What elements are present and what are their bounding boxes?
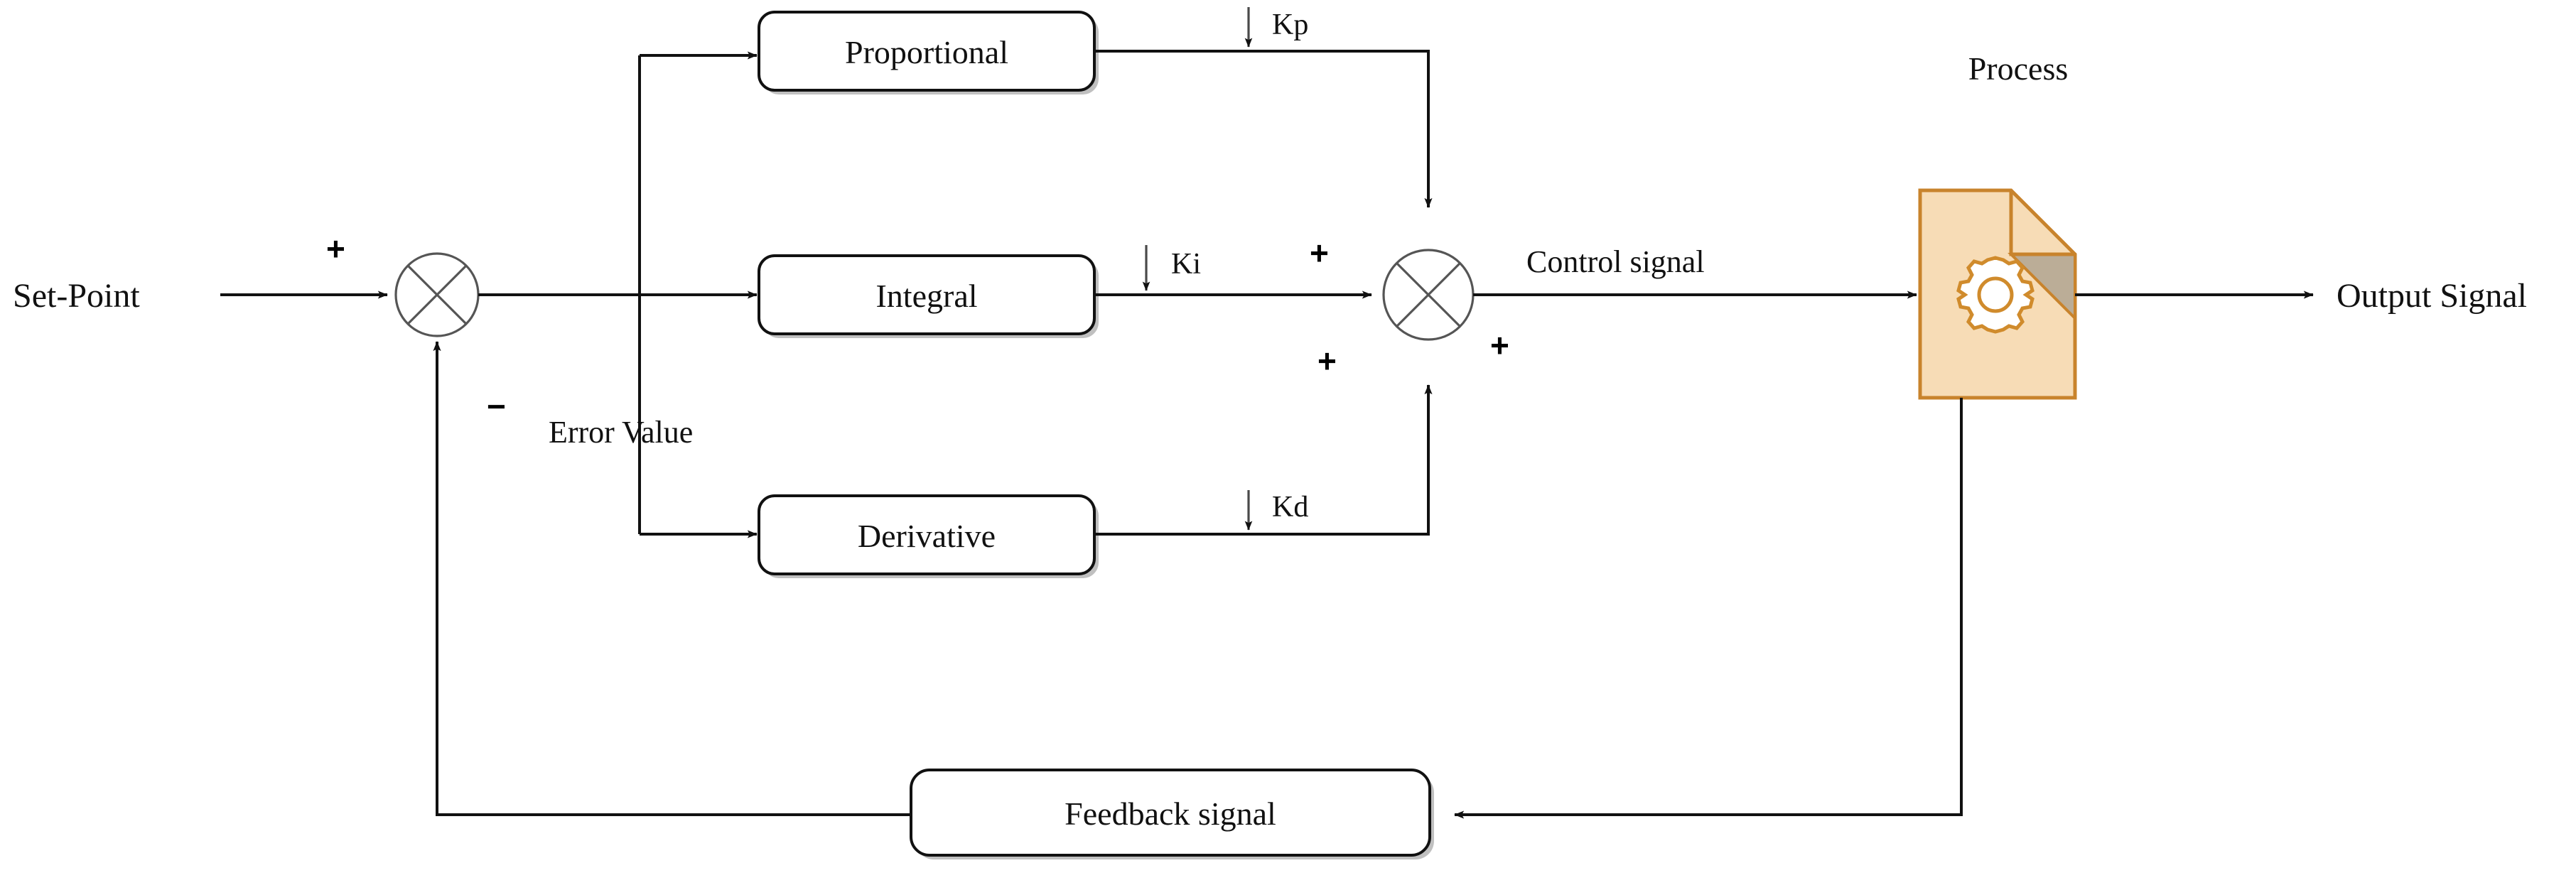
error-junction-plus-sign: + [326, 230, 345, 267]
error-junction-minus-sign: − [487, 388, 506, 425]
feedback-wire-to-junction [433, 341, 911, 816]
sum-junction-plus-top-left: + [1310, 234, 1329, 271]
kd-gain-label: Kd [1272, 491, 1308, 523]
sum-junction-plus-bottom-right: + [1490, 327, 1509, 364]
controller-sum-junction [1382, 249, 1475, 341]
feedback-signal-label: Feedback signal [1065, 796, 1276, 832]
sum-junction-plus-bottom-left: + [1317, 342, 1337, 379]
error-value-label: Error Value [549, 415, 693, 450]
set-point-label: Set-Point [13, 277, 140, 315]
ki-gain-label: Ki [1171, 248, 1201, 281]
process-block[interactable] [1918, 188, 2077, 400]
output-signal-label: Output Signal [2337, 277, 2527, 315]
kp-gain-label: Kp [1272, 9, 1308, 41]
process-fold-crease [2009, 190, 2075, 256]
error-junction [394, 252, 480, 337]
control-signal-label: Control signal [1526, 244, 1705, 279]
kd-wire [1094, 384, 1433, 536]
derivative-block[interactable]: Derivative [758, 494, 1099, 578]
feedback-wire-from-process [1454, 398, 1963, 819]
proportional-block[interactable]: Proportional [758, 11, 1099, 94]
kp-wire [1094, 50, 1433, 208]
gear-icon [1956, 256, 2035, 334]
integral-block[interactable]: Integral [758, 254, 1099, 338]
integral-block-label: Integral [875, 278, 977, 314]
proportional-block-label: Proportional [845, 34, 1008, 70]
derivative-block-label: Derivative [858, 518, 996, 554]
process-label: Process [1968, 50, 2069, 87]
feedback-signal-block[interactable]: Feedback signal [910, 769, 1434, 859]
